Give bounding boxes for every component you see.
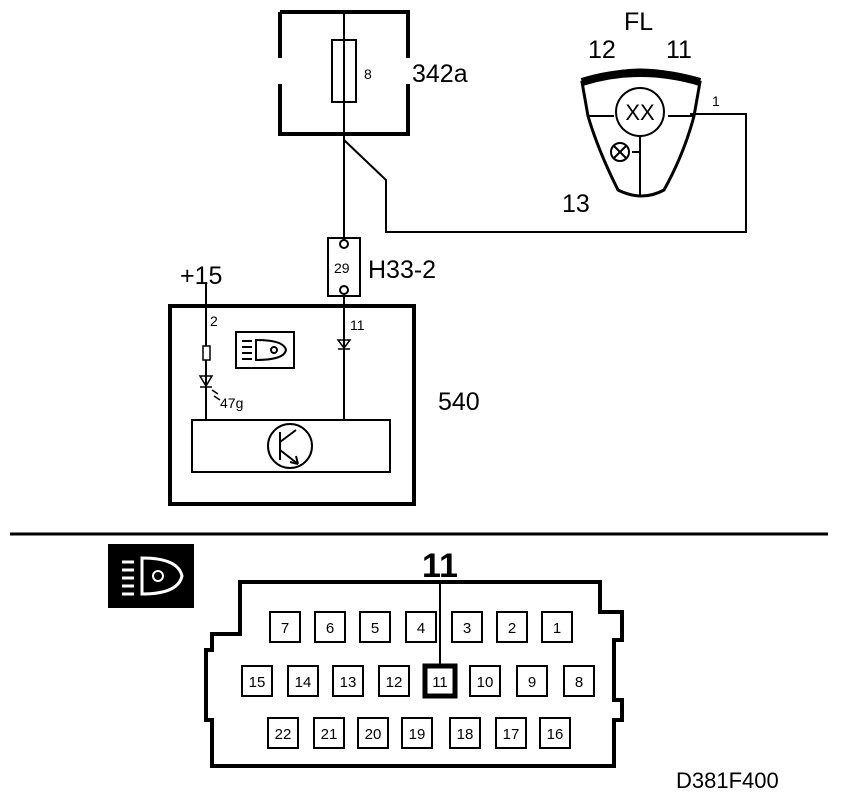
resistor-icon — [202, 345, 211, 361]
pin-cell: 22 — [267, 717, 299, 749]
pin-label: 13 — [340, 674, 357, 691]
pin-cell: 14 — [287, 665, 319, 697]
pin-cell-highlighted: 11 — [422, 663, 458, 699]
pin-label: 10 — [477, 674, 494, 691]
supply-label: +15 — [180, 262, 222, 290]
pin-label: 15 — [249, 674, 266, 691]
module-pin: 11 — [350, 317, 365, 333]
connector-label: H33-2 — [368, 256, 436, 284]
pin-cell: 18 — [449, 717, 481, 749]
indicator-bulb-icon — [610, 142, 630, 162]
pin-label: 5 — [371, 620, 379, 637]
lamp-pin-13: 13 — [562, 190, 590, 218]
pin-label: 1 — [553, 620, 561, 637]
led-icon — [198, 375, 221, 401]
module-label: 540 — [438, 388, 480, 416]
pin-cell: 3 — [451, 611, 483, 643]
figure-code: D381F400 — [676, 768, 779, 793]
pin-label: 17 — [503, 726, 520, 743]
pin-cell: 17 — [495, 717, 527, 749]
wire-to-lamp — [343, 113, 747, 233]
pin-label: 22 — [275, 726, 292, 743]
lamp-pin-1: 1 — [712, 93, 720, 109]
connector-row-2: 15 14 13 12 11 10 9 8 — [241, 663, 595, 699]
pin-label: 3 — [463, 620, 471, 637]
pin-label: 6 — [326, 620, 334, 637]
pin-cell: 9 — [516, 665, 548, 697]
pin-label: 4 — [417, 620, 425, 637]
connector-row-3: 22 21 20 19 18 17 16 — [267, 717, 571, 749]
pin-cell: 6 — [314, 611, 346, 643]
pin-label: 16 — [547, 726, 564, 743]
connector-row-1: 7 6 5 4 3 2 1 — [269, 611, 573, 643]
pin-label: 9 — [528, 674, 536, 691]
connector-pin-label: 29 — [334, 260, 350, 276]
bulb-icon — [615, 87, 665, 137]
diode-ref: 47g — [220, 395, 243, 411]
pin-cell: 2 — [496, 611, 528, 643]
pin-label: 2 — [508, 620, 516, 637]
pin-label: 14 — [295, 674, 312, 691]
connector-face-outline — [204, 580, 624, 768]
lamp-group-label: FL — [624, 8, 653, 36]
pin-label: 21 — [321, 726, 338, 743]
pin-label: 18 — [457, 726, 474, 743]
lamp-housing — [580, 68, 702, 198]
pin-cell: 21 — [313, 717, 345, 749]
pin-label: 11 — [432, 674, 448, 691]
headlamp-icon — [235, 331, 295, 369]
pin-cell: 4 — [405, 611, 437, 643]
pin-label: 20 — [365, 726, 382, 743]
pin-cell: 12 — [378, 665, 410, 697]
module-540 — [168, 304, 416, 506]
pin-cell: 10 — [469, 665, 501, 697]
pin-label: 8 — [575, 674, 583, 691]
pin-cell: 7 — [269, 611, 301, 643]
fuse-number: 8 — [364, 66, 372, 82]
pin-cell: 20 — [357, 717, 389, 749]
pin-cell: 16 — [539, 717, 571, 749]
lamp-pin-11: 11 — [666, 36, 692, 64]
transistor-block — [191, 419, 391, 473]
pin-cell: 1 — [541, 611, 573, 643]
lamp-pin-12: 12 — [588, 36, 616, 64]
pin-cell: 13 — [332, 665, 364, 697]
legend-headlamp-icon — [108, 544, 194, 608]
diode-icon — [336, 339, 352, 350]
highlighted-pin-label: 11 — [422, 547, 458, 585]
fuse-box-label: 342a — [412, 60, 468, 88]
pin-cell: 15 — [241, 665, 273, 697]
pin-label: 19 — [409, 726, 426, 743]
pin-label: 12 — [386, 674, 403, 691]
pin-cell: 8 — [563, 665, 595, 697]
pin-label: 7 — [281, 620, 289, 637]
lamp-bulb-symbol: XX — [625, 100, 655, 125]
pin-cell: 5 — [359, 611, 391, 643]
transistor-icon — [267, 423, 313, 469]
supply-pin: 2 — [210, 313, 218, 329]
pin-cell: 19 — [401, 717, 433, 749]
